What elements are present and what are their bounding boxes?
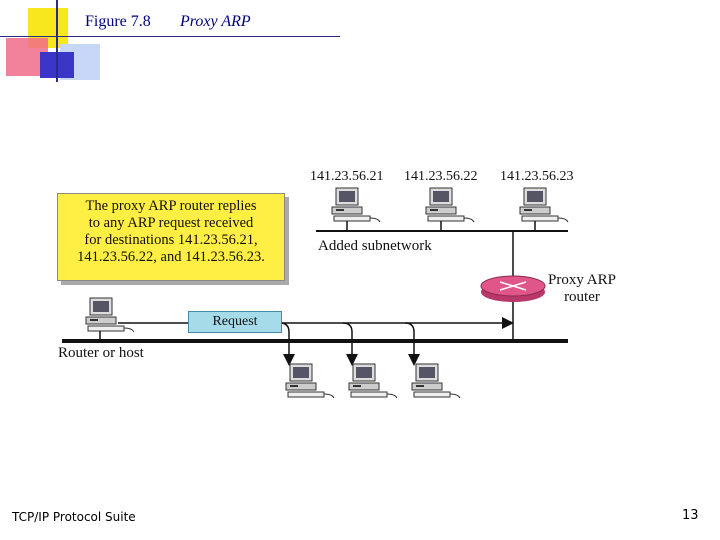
subnet-host-3: [519, 187, 569, 223]
decor-vertical-line: [56, 0, 58, 82]
note-line-1: The proxy ARP router replies: [85, 198, 257, 214]
lower-host-2: [348, 363, 398, 399]
lower-host-1: [285, 363, 335, 399]
footer-suite-name: TCP/IP Protocol Suite: [12, 510, 136, 524]
decor-horizontal-line: [0, 36, 340, 37]
proxy-router-label-line2: router: [564, 289, 600, 305]
lower-host-3: [411, 363, 461, 399]
figure-title: Proxy ARP: [180, 13, 251, 30]
note-line-3: for destinations 141.23.56.21,: [84, 232, 258, 248]
request-label: Request: [188, 311, 282, 333]
ip-address-3: 141.23.56.23: [500, 169, 574, 184]
proxy-router-icon: [480, 275, 546, 302]
subnet-host-2: [425, 187, 475, 223]
page-number: 13: [682, 508, 699, 523]
subnet-host-1: [331, 187, 381, 223]
left-host: [85, 297, 135, 333]
ip-address-2: 141.23.56.22: [404, 169, 478, 184]
proxy-router-label: Proxy ARP router: [548, 272, 616, 306]
note-line-4: 141.23.56.22, and 141.23.56.23.: [77, 249, 265, 265]
ip-address-1: 141.23.56.21: [310, 169, 384, 184]
subnetwork-label: Added subnetwork: [318, 238, 432, 254]
figure-label: Figure 7.8: [85, 13, 151, 30]
proxy-router-label-line1: Proxy ARP: [548, 272, 616, 288]
note-line-2: to any ARP request received: [88, 215, 254, 231]
proxy-arp-note: The proxy ARP router replies to any ARP …: [57, 193, 285, 281]
host-label: Router or host: [58, 345, 144, 361]
